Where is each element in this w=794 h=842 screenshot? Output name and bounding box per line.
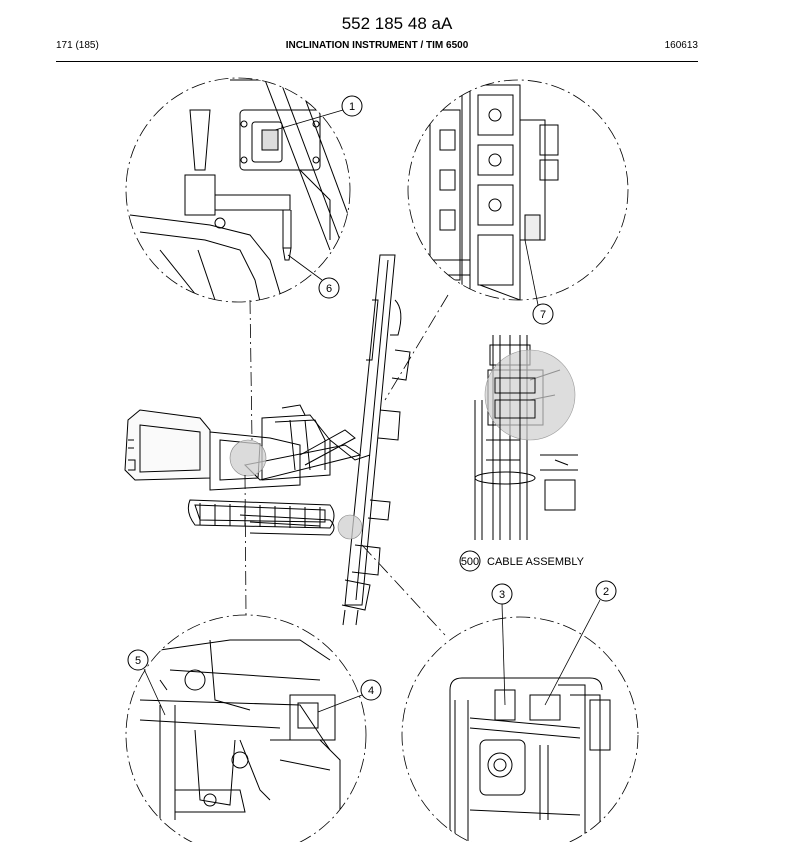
highlight-mast-area (337, 514, 363, 540)
callouts: 1 6 7 3 2 5 4 (127, 95, 617, 716)
connector-lines (244, 294, 449, 636)
date-code: 160613 (664, 40, 698, 51)
drill-rig-overview (124, 254, 411, 626)
page-label: 171 (185) (56, 40, 99, 51)
assembly-number: 500 (461, 556, 479, 568)
header-rule (56, 61, 698, 62)
document-number: 552 185 48 aA (341, 14, 453, 33)
detail-view-bottom-right (401, 616, 639, 842)
callout-7: 7 (540, 309, 546, 321)
page-header: 171 (185) INCLINATION INSTRUMENT / TIM 6… (56, 40, 698, 56)
callout-4: 4 (368, 685, 374, 697)
callout-6: 6 (326, 283, 332, 295)
callout-3: 3 (499, 589, 505, 601)
callout-2: 2 (603, 586, 609, 598)
detail-view-top-left (125, 77, 351, 303)
assembly-label: CABLE ASSEMBLY (487, 556, 585, 568)
page-title: INCLINATION INSTRUMENT / TIM 6500 (285, 40, 469, 51)
detail-view-bottom-left (125, 614, 367, 842)
side-view-mast (474, 335, 578, 540)
detail-view-top-right (407, 79, 629, 301)
highlight-cab-area (229, 439, 267, 477)
callout-1: 1 (349, 101, 355, 113)
callout-5: 5 (135, 655, 141, 667)
cable-assembly-label: 500 CABLE ASSEMBLY (459, 550, 585, 572)
